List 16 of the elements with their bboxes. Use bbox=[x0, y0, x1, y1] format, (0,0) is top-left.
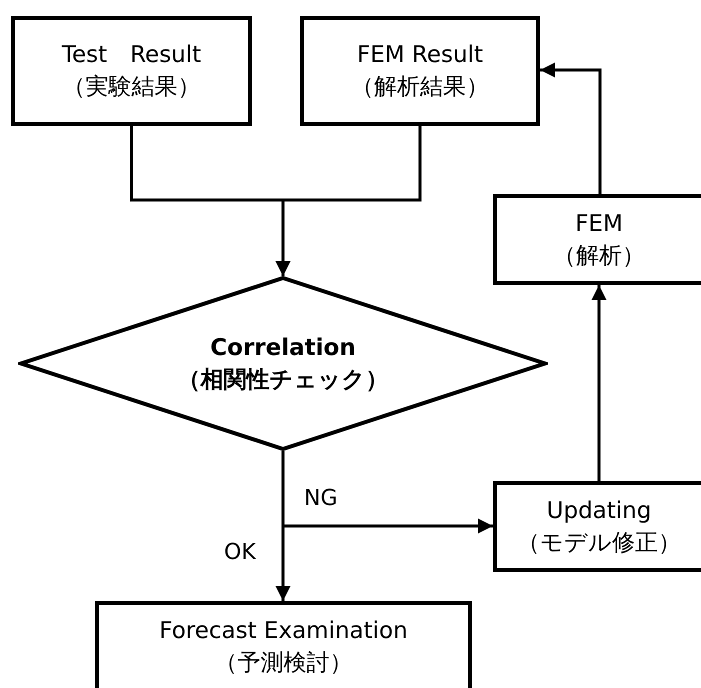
process-box bbox=[493, 481, 701, 572]
box-label: FEM Result （解析結果） bbox=[351, 41, 489, 102]
process-box bbox=[300, 16, 540, 126]
decision-label: Correlation （相関性チェック） bbox=[178, 334, 388, 394]
box-label: FEM （解析） bbox=[553, 210, 645, 270]
process-box bbox=[493, 194, 701, 285]
arrow bbox=[276, 126, 422, 276]
arrow bbox=[282, 451, 493, 534]
arrow bbox=[592, 285, 606, 481]
decision-diamond bbox=[18, 276, 548, 451]
box-label: Forecast Examination （予測検討） bbox=[159, 617, 408, 678]
box-label: Updating （モデル修正） bbox=[517, 496, 681, 558]
process-box bbox=[11, 16, 252, 126]
process-box bbox=[95, 601, 472, 688]
box-label: Test Result （実験結果） bbox=[62, 41, 202, 102]
arrow bbox=[540, 62, 602, 194]
